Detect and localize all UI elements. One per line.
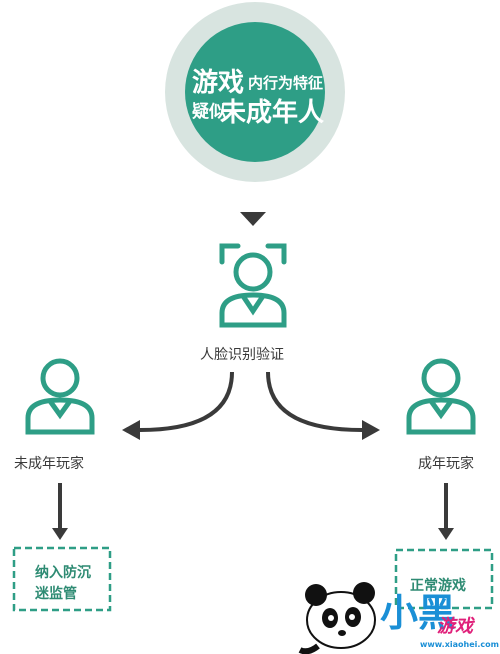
watermark-logo-sub: 游戏: [437, 616, 473, 637]
minor-outcome-line1: 纳入防沉: [35, 565, 91, 581]
minor-player-label: 未成年玩家: [14, 456, 84, 472]
adult-person-icon: [406, 358, 476, 435]
minor-person-icon: [25, 358, 95, 435]
adult-outcome-text: 正常游戏: [410, 578, 466, 594]
arrow-head-down-icon: [438, 528, 454, 540]
face-verification-label: 人脸识别验证: [200, 347, 284, 363]
watermark-url: www.xiaohei.com: [420, 640, 499, 649]
arrow-head-right-icon: [362, 420, 380, 440]
arrow-to-adult: [266, 371, 363, 432]
arrow-head-down-icon: [52, 528, 68, 540]
hero-title-behavior: 内行为特征: [248, 74, 324, 92]
hero-title-minor: 未成年人: [220, 98, 325, 128]
face-scan-icon: [219, 243, 287, 328]
watermark-logo: 小黑: [380, 591, 457, 635]
arrow-head-left-icon: [122, 420, 140, 440]
panda-mascot-icon: [298, 582, 376, 654]
hero-title-game: 游戏: [192, 68, 245, 98]
adult-player-label: 成年玩家: [418, 456, 474, 472]
minor-outcome-line2: 迷监管: [35, 586, 77, 602]
hero-circle: [185, 22, 325, 162]
minor-outcome-box: [12, 546, 112, 612]
adult-outcome-box: [394, 548, 494, 610]
hero-title-suspected: 疑似: [192, 102, 226, 122]
arrow-to-minor: [139, 371, 234, 432]
down-triangle-icon: [240, 212, 266, 226]
